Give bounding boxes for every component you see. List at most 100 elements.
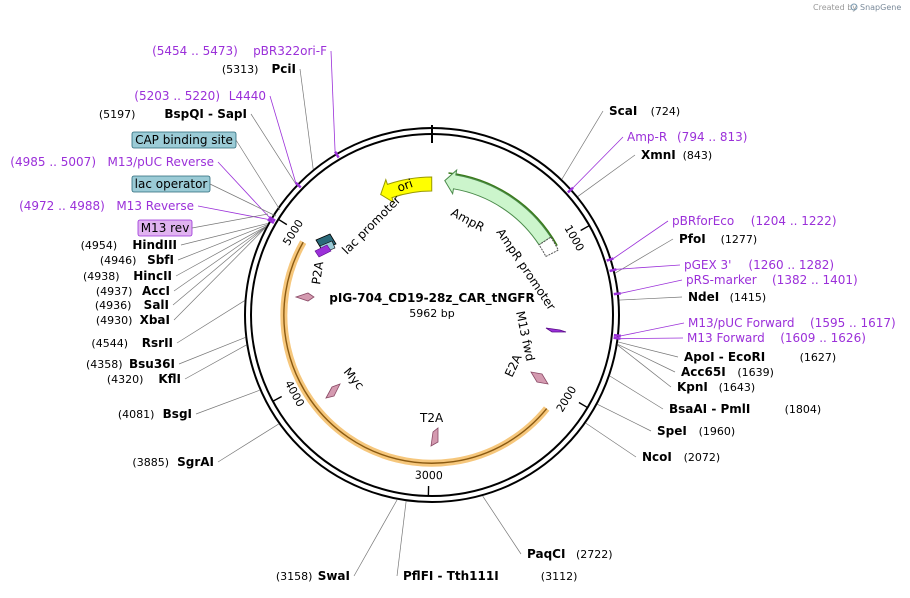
svg-text:XbaI: XbaI	[140, 313, 170, 327]
svg-text:(4946): (4946)	[100, 254, 137, 267]
svg-text:(4358): (4358)	[86, 358, 123, 371]
cap-binding-site-label: CAP binding site	[135, 133, 233, 147]
primer-sites: Amp-R(794 .. 813) pBRforEco(1204 .. 1222)…	[10, 44, 895, 345]
svg-text:pBRforEco: pBRforEco	[672, 214, 734, 228]
svg-text:ApoI - EcoRI: ApoI - EcoRI	[684, 350, 765, 364]
svg-text:M13/pUC Reverse: M13/pUC Reverse	[108, 155, 215, 169]
svg-text:(4972 .. 4988): (4972 .. 4988)	[19, 199, 105, 213]
cds-arc-core	[283, 241, 548, 464]
svg-text:BspQI - SapI: BspQI - SapI	[164, 107, 247, 121]
site-ncoi[interactable]: NcoI(2072)	[585, 422, 720, 464]
tick-4000	[272, 395, 283, 402]
primer-pbrforeco[interactable]: pBRforEco(1204 .. 1222)	[606, 214, 837, 262]
lac-promoter-label: lac promoter	[339, 193, 403, 257]
svg-text:(724): (724)	[651, 105, 681, 118]
svg-text:Amp-R: Amp-R	[627, 130, 667, 144]
primer-pbr322orif[interactable]: pBR322ori-F (5454 .. 5473)	[152, 44, 340, 159]
svg-text:(3158): (3158)	[276, 570, 313, 583]
svg-text:SpeI: SpeI	[657, 424, 687, 438]
site-bspqisapi[interactable]: BspQI - SapI (5197)	[99, 107, 297, 186]
credit-brand: SnapGene	[860, 3, 901, 12]
primer-m13pucforward[interactable]: M13/pUC Forward (1595 .. 1617)	[613, 316, 896, 338]
svg-text:(4954): (4954)	[81, 239, 118, 252]
site-sali[interactable]: SalI(4936)	[95, 226, 267, 312]
m13-rev-block	[314, 244, 332, 258]
svg-text:(1627): (1627)	[800, 351, 837, 364]
site-ndei[interactable]: NdeI(1415)	[619, 290, 766, 304]
site-swai[interactable]: SwaI(3158)	[276, 499, 398, 583]
svg-text:Acc65I: Acc65I	[681, 365, 726, 379]
svg-text:(4937): (4937)	[96, 285, 133, 298]
svg-text:(4936): (4936)	[95, 299, 132, 312]
svg-text:pBR322ori-F: pBR322ori-F	[253, 44, 327, 58]
ampr-label: AmpR	[449, 205, 487, 234]
svg-text:KflI: KflI	[158, 372, 181, 386]
svg-text:pRS-marker: pRS-marker	[686, 273, 757, 287]
svg-text:BsgI: BsgI	[163, 407, 192, 421]
svg-text:L4440: L4440	[229, 89, 266, 103]
site-spei[interactable]: SpeI (1960)	[597, 403, 736, 438]
svg-text:(5454 .. 5473): (5454 .. 5473)	[152, 44, 238, 58]
svg-text:(4320): (4320)	[107, 373, 144, 386]
ori-arrow	[380, 176, 433, 204]
svg-text:NdeI: NdeI	[688, 290, 719, 304]
primer-ampr[interactable]: Amp-R(794 .. 813)	[567, 130, 748, 194]
primer-l4440[interactable]: L4440(5203 .. 5220)	[134, 89, 302, 189]
svg-text:(1804): (1804)	[785, 403, 822, 416]
primer-prsmarker[interactable]: pRS-marker(1382 .. 1401)	[613, 273, 858, 296]
site-rsrii[interactable]: RsrII(4544)	[91, 300, 245, 350]
svg-text:M13/pUC Forward: M13/pUC Forward	[688, 316, 795, 330]
svg-text:HindIII: HindIII	[132, 238, 177, 252]
site-bsaaipmli[interactable]: BsaAI - PmlI (1804)	[609, 375, 822, 416]
snapgene-logo-icon	[850, 3, 858, 11]
site-scai[interactable]: ScaI(724)	[561, 104, 681, 180]
site-sgrai[interactable]: SgrAI(3885)	[132, 423, 279, 469]
site-paqci[interactable]: PaqCI(2722)	[482, 495, 613, 561]
svg-text:(843): (843)	[683, 149, 713, 162]
site-pflfitth111i[interactable]: PflFI - Tth111I(3112)	[396, 501, 578, 583]
site-kfli[interactable]: KflI (4320)	[107, 344, 247, 386]
svg-text:(4985 .. 5007): (4985 .. 5007)	[10, 155, 96, 169]
ori-label: ori	[395, 176, 414, 194]
site-acci[interactable]: AccI (4937)	[96, 226, 267, 298]
site-xmni[interactable]: XmnI (843)	[577, 148, 713, 197]
svg-text:XmnI: XmnI	[641, 148, 676, 162]
svg-text:(5197): (5197)	[99, 108, 136, 121]
svg-text:NcoI: NcoI	[642, 450, 672, 464]
credit-text: Created by	[813, 3, 857, 12]
site-bsgi[interactable]: BsgI(4081)	[118, 389, 260, 421]
tick-label-3000: 3000	[415, 469, 443, 483]
m13-rev-leader	[191, 213, 269, 229]
site-xbai[interactable]: XbaI(4930)	[96, 227, 266, 327]
site-pfoi[interactable]: PfoI(1277)	[615, 232, 757, 274]
svg-text:(1595 .. 1617): (1595 .. 1617)	[810, 316, 896, 330]
svg-text:(3885): (3885)	[132, 456, 169, 469]
svg-text:(1960): (1960)	[699, 425, 736, 438]
site-kpni[interactable]: KpnI(1643)	[617, 344, 756, 394]
lac-operator-leader	[209, 183, 277, 217]
restriction-sites: ScaI(724)XmnI (843) PfoI(1277) NdeI(1415) Ap…	[81, 62, 837, 583]
site-bsu36i[interactable]: Bsu36I(4358)	[86, 337, 246, 371]
site-hindiii[interactable]: HindIII (4954)	[81, 223, 268, 252]
primer-m13pucreverse[interactable]: M13/pUC Reverse (4985 .. 5007)	[10, 155, 276, 222]
svg-text:(3112): (3112)	[541, 570, 578, 583]
site-hincii[interactable]: HincII(4938)	[83, 225, 267, 283]
site-acc65i[interactable]: Acc65I (1639)	[617, 343, 774, 379]
p2a-arrow	[294, 292, 315, 302]
site-sbfi[interactable]: SbfI(4946)	[100, 224, 268, 267]
p2a-label: P2A	[309, 260, 326, 286]
cap-binding-site-leader	[235, 139, 281, 211]
primer-pgex3[interactable]: pGEX 3'(1260 .. 1282)	[609, 258, 834, 273]
primer-m13reverse[interactable]: M13 Reverse(4972 .. 4988)	[19, 199, 275, 224]
svg-text:(1609 .. 1626): (1609 .. 1626)	[780, 331, 866, 345]
svg-text:RsrII: RsrII	[142, 336, 173, 350]
svg-text:AccI: AccI	[142, 284, 170, 298]
primer-m13forward[interactable]: M13 Forward(1609 .. 1626)	[613, 331, 866, 345]
svg-text:(1639): (1639)	[737, 366, 774, 379]
e2a-label: E2A	[502, 351, 525, 379]
t2a-label: T2A	[419, 411, 444, 425]
site-apoiecori[interactable]: ApoI - EcoRI (1627)	[617, 341, 837, 364]
svg-text:BsaAI - PmlI: BsaAI - PmlI	[669, 402, 750, 416]
site-pcii[interactable]: PciI(5313)	[222, 62, 314, 170]
